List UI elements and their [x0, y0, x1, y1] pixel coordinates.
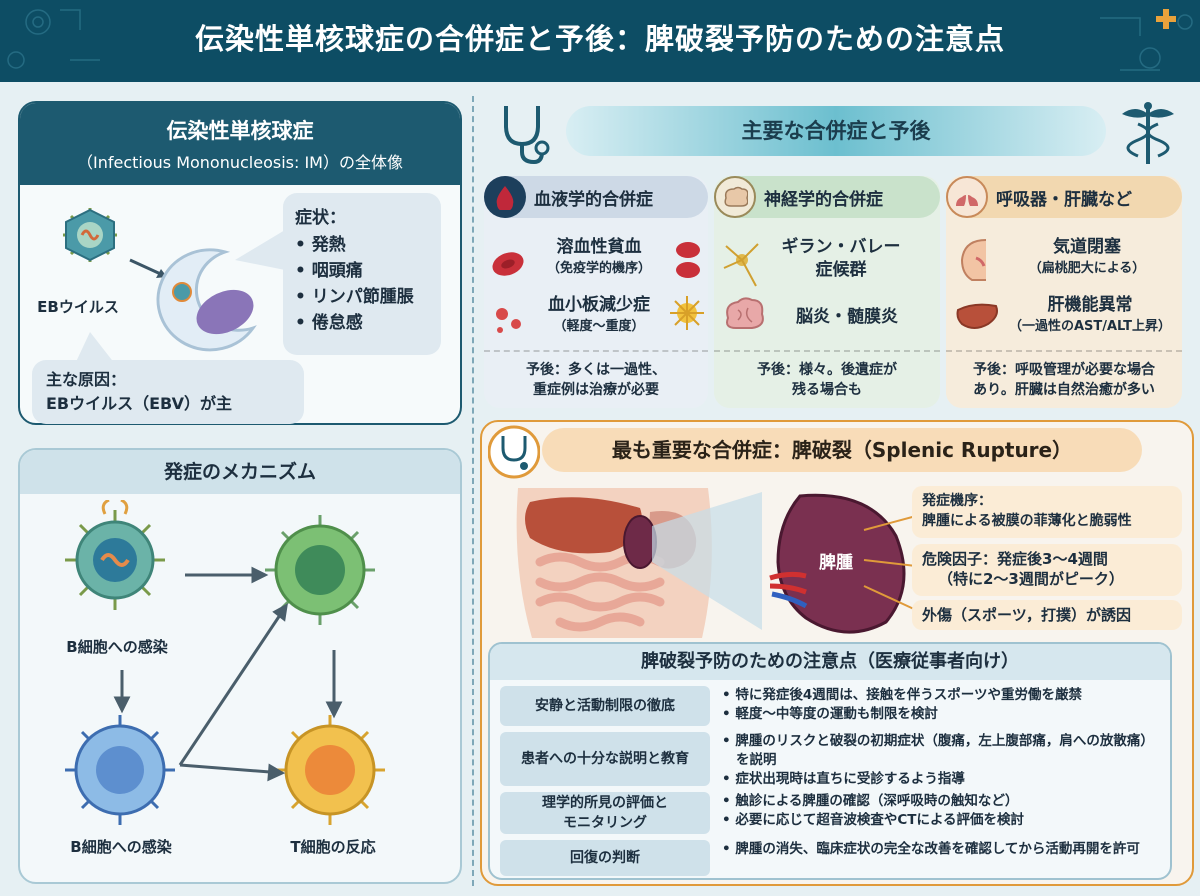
mech-label-b-infection-2: B細胞への感染 [70, 838, 172, 856]
symptom-item: • 咽頭痛 [295, 261, 363, 281]
cause-callout-pointer [75, 332, 115, 364]
host-cell-icon [156, 248, 257, 352]
hematologic-prognosis-2: 重症例は治療が必要 [533, 382, 659, 398]
neuron-icon [723, 243, 759, 287]
complications-title: 主要な合併症と予後 [566, 106, 1106, 156]
hematologic-item-2-sub: （軽度～重度） [553, 319, 645, 334]
respiratory-item-1: 気道閉塞 [1053, 237, 1121, 257]
mechanism-diagram [65, 500, 385, 825]
prevention-panel: 脾破裂予防のための注意点（医療従事者向け） 安静と活動制限の徹底 • 特に発症後… [488, 642, 1172, 880]
note-risk-text: （特に2～3週間がピーク） [938, 570, 1124, 588]
symptoms-heading: 症状： [295, 208, 346, 228]
ebv-label: EBウイルス [37, 298, 119, 316]
enlarged-spleen-icon [776, 493, 906, 634]
respiratory-item-2-sub: （一過性のAST/ALT上昇） [1008, 319, 1172, 334]
note-risk-heading: 危険因子：発症後3～4週間 [922, 550, 1108, 568]
symptoms-bubble: 症状： • 発熱 • 咽頭痛 • リンパ節腫脹 • 倦怠感 [283, 193, 441, 355]
prevention-key: 理学的所見の評価と モニタリング [500, 792, 710, 834]
mech-label-t-response: T細胞の反応 [290, 838, 376, 856]
column-divider [472, 96, 474, 886]
cause-heading: 主な原因： [46, 370, 127, 389]
stethoscope-icon [504, 106, 550, 165]
abdomen-spleen-illustration [516, 488, 906, 638]
neurologic-item-1-line1: ギラン・バレー [781, 237, 901, 257]
brain-icon [714, 176, 756, 218]
prevention-key: 患者への十分な説明と教育 [500, 732, 710, 786]
neurologic-item-1-line2: 症候群 [815, 260, 867, 280]
symptom-callout-pointer [235, 230, 285, 270]
blood-drop-icon [484, 176, 526, 218]
red-blood-cell-icon [492, 252, 524, 276]
prevention-item: • 脾腫の消失、臨床症状の完全な改善を確認してから活動再開を許可 [722, 841, 1140, 857]
hematologic-item-1: 溶血性貧血 [556, 237, 642, 257]
cause-bubble: 主な原因： EBウイルス（EBV）が主 [32, 360, 304, 424]
ebv-infection-illustration [63, 208, 257, 352]
prevention-row: 理学的所見の評価と モニタリング • 触診による脾腫の確認（深呼吸時の触知など）… [500, 792, 1164, 834]
page-title: 伝染性単核球症の合併症と予後：脾破裂予防のための注意点 [194, 22, 1005, 56]
small-spleen-icon [623, 515, 657, 569]
hematologic-item-2: 血小板減少症 [548, 295, 650, 315]
platelet-icon [496, 308, 521, 333]
symptom-item: • 発熱 [295, 235, 346, 255]
header-banner [0, 0, 1200, 82]
risk-factor-note: 危険因子：発症後3～4週間 （特に2～3週間がピーク） [912, 544, 1182, 596]
cause-text: EBウイルス（EBV）が主 [46, 394, 232, 413]
platelet-icon [670, 296, 704, 330]
prevention-key: 安静と活動制限の徹底 [500, 686, 710, 726]
prevention-row: 回復の判断 • 脾腫の消失、臨床症状の完全な改善を確認してから活動再開を許可 [500, 840, 1164, 876]
airway-icon [960, 239, 987, 281]
respiratory-card: 呼吸器・肝臓など 気道閉塞 （扁桃肥大による） 肝機能異常 （一過性のAST/A… [946, 176, 1182, 408]
neurologic-title: 神経学的合併症 [764, 189, 883, 210]
caduceus-icon [1122, 102, 1174, 164]
hematologic-card: 血液学的合併症 溶血性貧血 （免疫学的機序） 血小板減少症 （軽度～重度） 予後… [484, 176, 708, 408]
spleen-label: 脾腫 [819, 553, 853, 573]
respiratory-title: 呼吸器・肝臓など [996, 189, 1132, 210]
brain-icon [726, 297, 764, 329]
mechanism-note: 発症機序： 脾腫による被膜の菲薄化と脆弱性 [912, 486, 1182, 538]
hematologic-prognosis-1: 予後：多くは一過性、 [526, 362, 666, 378]
header-pattern-icon [7, 9, 1193, 71]
respiratory-item-2: 肝機能異常 [1047, 295, 1133, 315]
stethoscope-icon [488, 425, 540, 479]
overview-title: 伝染性単核球症 [166, 119, 314, 143]
note-mechanism-text: 脾腫による被膜の菲薄化と脆弱性 [922, 513, 1132, 529]
prevention-item: • 軽度～中等度の運動も制限を検討 [722, 706, 938, 722]
neurologic-item-2: 脳炎・髄膜炎 [796, 307, 898, 327]
mechanism-title: 発症のメカニズム [20, 450, 460, 494]
neurologic-prognosis-2: 残る場合も [792, 382, 862, 398]
callout-lines [863, 515, 917, 611]
prevention-item: • 触診による脾腫の確認（深呼吸時の触知など） [722, 793, 1019, 809]
neurologic-prognosis-1: 予後：様々。後遺症が [757, 362, 897, 378]
note-mechanism-heading: 発症機序： [922, 493, 992, 509]
prevention-key-line: モニタリング [563, 815, 647, 831]
prevention-row: 患者への十分な説明と教育 • 脾腫のリスクと破裂の初期症状（腹痛，左上腹部痛，肩… [500, 732, 1164, 787]
red-blood-cell-icon [676, 242, 700, 278]
respiratory-item-1-sub: （扁桃肥大による） [1028, 261, 1146, 276]
respiratory-prognosis-1: 予後：呼吸管理が必要な場合 [973, 362, 1155, 378]
neurologic-card: 神経学的合併症 ギラン・バレー 症候群 脳炎・髄膜炎 予後：様々。後遺症が 残る… [714, 176, 940, 408]
lungs-icon [946, 176, 988, 218]
mech-label-b-infection: B細胞への感染 [66, 638, 168, 656]
prevention-key: 回復の判断 [500, 840, 710, 876]
symptom-item: • リンパ節腫脹 [295, 287, 414, 307]
prevention-item: • 特に発症後4週間は、接触を伴うスポーツや重労働を厳禁 [722, 687, 1082, 703]
prevention-row: 安静と活動制限の徹底 • 特に発症後4週間は、接触を伴うスポーツや重労働を厳禁 … [500, 686, 1164, 726]
prevention-title: 脾破裂予防のための注意点（医療従事者向け） [490, 644, 1170, 680]
symptom-item: • 倦怠感 [295, 313, 363, 333]
hematologic-item-1-sub: （免疫学的機序） [546, 261, 651, 276]
liver-icon [956, 303, 998, 329]
prevention-item: • 必要に応じて超音波検査やCTによる評価を検討 [722, 812, 1025, 828]
virus-icon [63, 208, 117, 262]
prevention-item: • 症状出現時は直ちに受診するよう指導 [722, 771, 965, 787]
hematologic-title: 血液学的合併症 [534, 189, 653, 210]
mechanism-panel: 発症のメカニズム [18, 448, 462, 884]
overview-subtitle: （Infectious Mononucleosis: IM）の全体像 [76, 153, 403, 172]
trauma-note: 外傷（スポーツ，打撲）が誘因 [912, 600, 1182, 630]
respiratory-prognosis-2: あり。肝臓は自然治癒が多い [973, 382, 1155, 398]
prevention-item: • 脾腫のリスクと破裂の初期症状（腹痛，左上腹部痛，肩への放散痛）を説明 [722, 733, 1154, 768]
prevention-key-line: 理学的所見の評価と [542, 795, 668, 811]
liver-icon [525, 497, 642, 554]
splenic-rupture-title: 最も重要な合併症：脾破裂（Splenic Rupture） [542, 428, 1142, 472]
